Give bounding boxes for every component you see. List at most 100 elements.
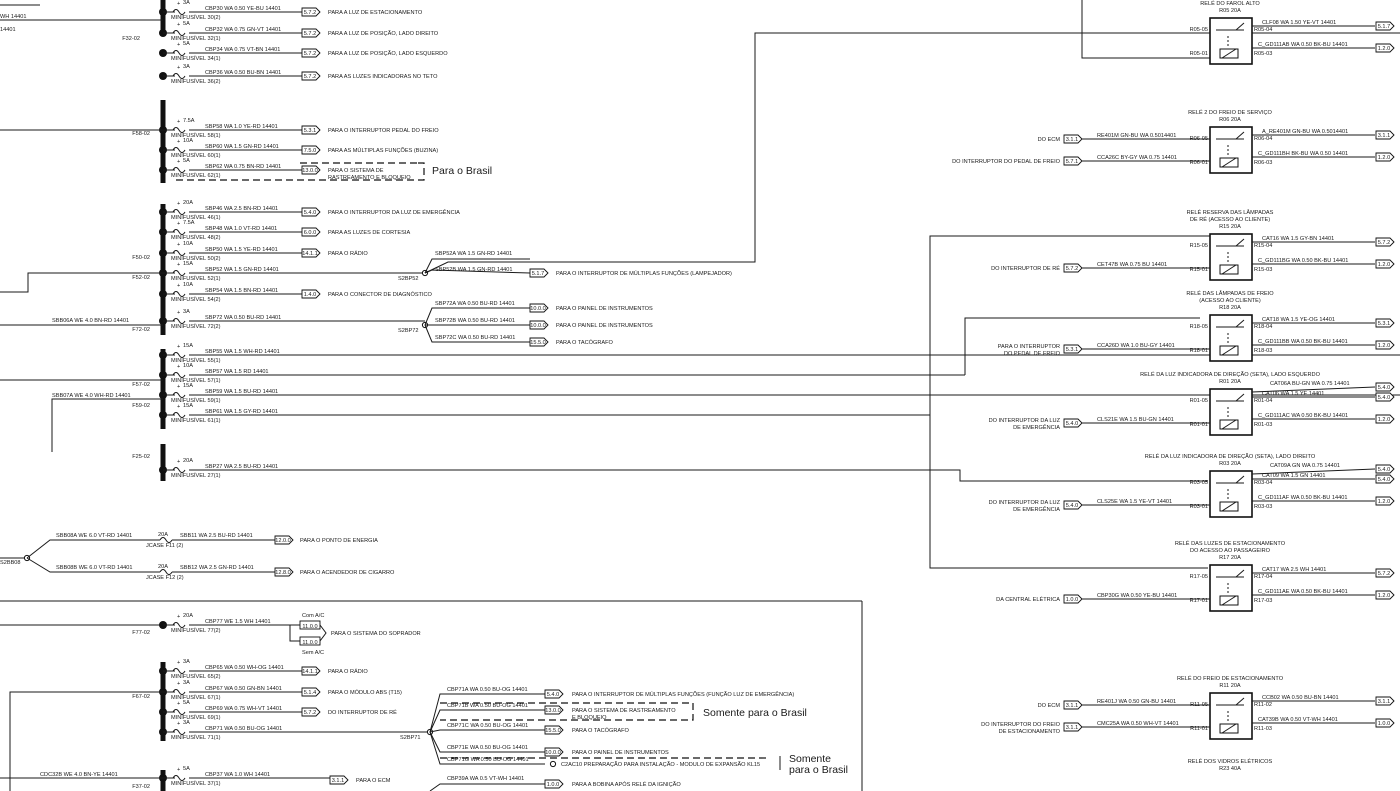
destination-label: PARA O ECM (356, 778, 391, 784)
fuse-plus: + (177, 242, 180, 248)
fuse-plus: + (177, 22, 180, 28)
input-label-2: DE EMERGÊNCIA (1013, 505, 1060, 513)
relay-coil-diag (1221, 48, 1237, 59)
connector-input (1063, 344, 1083, 354)
relay-rating: R17 20A (1219, 555, 1241, 561)
brazil-note: Para o Brasil (432, 165, 492, 177)
relay-title-2: DO ACESSO AO PASSAGEIRO (1190, 548, 1271, 554)
wire-label: SBP52 WA 1.5 GN-RD 14401 (205, 267, 279, 273)
relay-rating: R18 20A (1219, 305, 1241, 311)
relay-pin: R11-03 (1254, 726, 1272, 732)
fuse-plus: + (177, 721, 180, 727)
fuse-rating: 7.5A (183, 118, 195, 124)
connector-code: 1.4.0 (304, 292, 316, 298)
input-label: DO INTERRUPTOR DA LUZ (989, 500, 1061, 506)
connector-input (1063, 134, 1083, 144)
bus-reference: F77-02 (132, 630, 150, 636)
relay-switch (1235, 569, 1245, 578)
wire-label: RE401J WA 0.50 GN-BU 14401 (1097, 699, 1176, 705)
connector-code: 12.0.0 (275, 538, 291, 544)
fuse-rating: 3A (183, 659, 190, 665)
relay-pin: R18-05 (1190, 324, 1208, 330)
input-label-2: DE EMERGÊNCIA (1013, 423, 1060, 431)
connector-code: 12.8.0 (275, 570, 291, 576)
fuse-cbp65 (172, 668, 186, 674)
bus-reference: F37-02 (132, 784, 150, 790)
connector-cbp65 (301, 666, 321, 676)
fuse-rating: 15A (183, 261, 193, 267)
connector-code: 14.1.1 (302, 669, 318, 675)
connector-code: 10.0.0 (545, 750, 561, 756)
connector-code: 1.2.0 (1378, 46, 1390, 52)
relay-pin: R11-01 (1190, 726, 1208, 732)
fuse-name: JCASE F12 (2) (146, 575, 184, 581)
destination-label: PARA O PAINEL DE INSTRUMENTOS (556, 306, 653, 312)
fuse-rating: 10A (183, 241, 193, 247)
fuse-sbp52 (172, 270, 186, 276)
connector-code: 5.1.7 (1378, 24, 1390, 30)
fuse-plus: + (177, 283, 180, 289)
connector-code: 5.4.0 (1066, 421, 1078, 427)
wire-label: CBP36 WA 0.50 BU-BN 14401 (205, 70, 281, 76)
long-wire (424, 32, 1400, 274)
destination-label: PARA O PAINEL DE INSTRUMENTOS (556, 323, 653, 329)
connector-code: 1.2.0 (1378, 417, 1390, 423)
destination-label: PARA A LUZ DE ESTACIONAMENTO (328, 10, 423, 16)
relay-pin: R18-03 (1254, 348, 1272, 354)
wire-label: CAT39B WA 0.50 VT-WH 14401 (1258, 717, 1338, 723)
connector-cbp69 (301, 707, 321, 717)
connector-cbp34 (301, 48, 321, 58)
connector-output (1375, 259, 1395, 269)
fuse-name: MINIFUSÍVEL 54(2) (171, 296, 221, 303)
bus-reference: F72-02 (132, 327, 150, 333)
connector-output (1375, 496, 1395, 506)
relay-switch (1235, 393, 1245, 402)
wire-label: CBP34 WA 0.75 VT-BN 14401 (205, 47, 280, 53)
connector-sbp48 (301, 227, 321, 237)
destination-label: PARA O RÁDIO (328, 668, 368, 675)
relay-rating: R05 20A (1219, 8, 1241, 14)
brazil-dash-box (440, 702, 694, 721)
connector-branch (529, 337, 549, 347)
fuse-name: MINIFUSÍVEL 72(2) (171, 323, 221, 330)
wire-label: CAT18 WA 1.5 YE-OG 14401 (1262, 317, 1335, 323)
wire-label: SBP72C WA 0.50 BU-RD 14401 (435, 335, 515, 341)
connector-input (1063, 700, 1083, 710)
wire-label: SBP50 WA 1.5 YE-RD 14401 (205, 247, 278, 253)
fuse-f37 (172, 775, 186, 781)
feed-wire-number: 14401 (0, 27, 16, 33)
connector-code: 1.2.0 (1378, 499, 1390, 505)
connector-branch (529, 303, 549, 313)
wire-label: SBB08A WE 6.0 VT-RD 14401 (56, 533, 132, 539)
connector-output (1375, 392, 1395, 402)
fuse-sbp50 (172, 250, 186, 256)
wire-label: CBP32 WA 0.75 GN-VT 14401 (205, 27, 281, 33)
connector-output (1375, 21, 1395, 31)
connector-input (1063, 722, 1083, 732)
connector-cbp30 (301, 7, 321, 17)
fuse-name: JCASE F11 (2) (146, 543, 183, 549)
connector-input (1063, 594, 1083, 604)
fuse-name: MINIFUSÍVEL 37(1) (171, 780, 221, 787)
wire-label: CAT16 WA 1.5 GY-BN 14401 (1262, 236, 1334, 242)
fuse-cbp36 (172, 73, 186, 79)
destination-label: PARA O TACÓGRAFO (556, 339, 614, 346)
connector-jcase (274, 567, 294, 577)
wire-label: CBP71E WA 0.50 BU-OG 14401 (447, 745, 528, 751)
connector-code: 1.2.0 (1378, 593, 1390, 599)
wire (429, 731, 545, 765)
destination-label: DO INTERRUPTOR DE RÉ (328, 709, 397, 716)
relay-coil-diag (1221, 157, 1237, 168)
relay-pin: R06-04 (1254, 136, 1272, 142)
relay-coil-diag (1221, 595, 1237, 606)
fuse-cbp69 (172, 709, 186, 715)
relay-title-2: (ACESSO AO CLIENTE) (1199, 298, 1261, 304)
fuse-name: MINIFUSÍVEL 27(1) (171, 472, 221, 479)
connector-input (1063, 418, 1083, 428)
connector-code: 1.0.0 (1066, 597, 1078, 603)
fuse-rating: 5A (183, 158, 190, 164)
fuse-rating: 3A (183, 720, 190, 726)
input-label-2: DE ESTACIONAMENTO (999, 729, 1061, 735)
fuse-plus: + (177, 614, 180, 620)
